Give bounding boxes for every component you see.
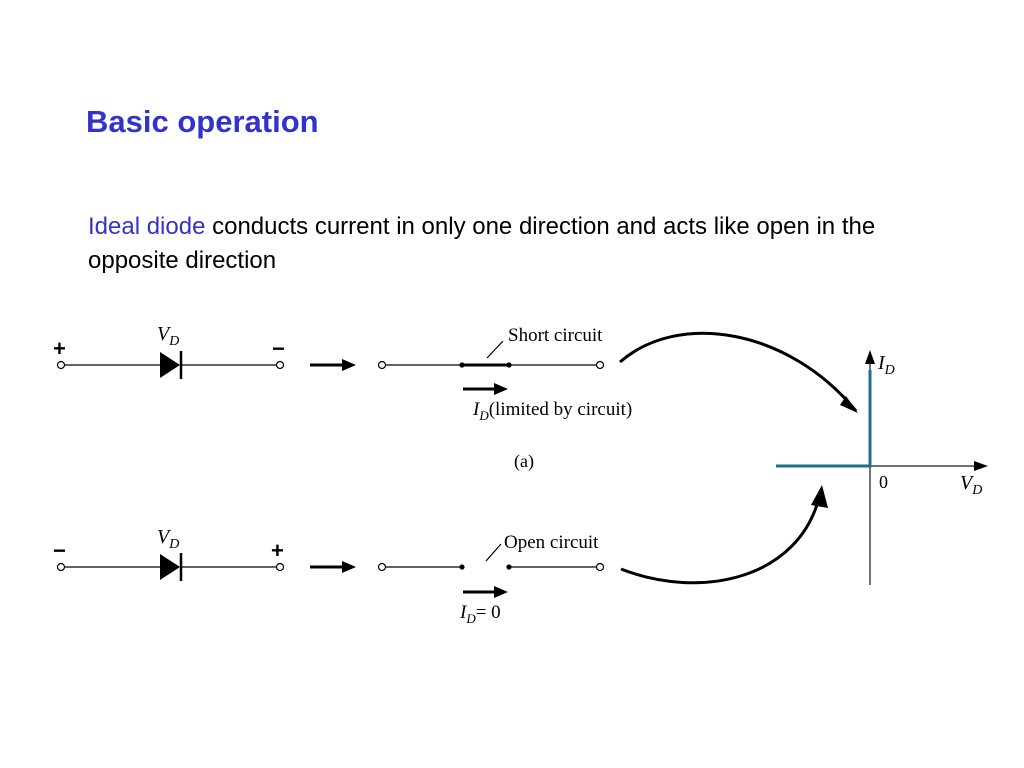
forward-equivalence-arrow-icon (310, 359, 356, 371)
origin-label: 0 (879, 472, 888, 492)
slide-body: Ideal diode conducts current in only one… (88, 210, 968, 278)
forward-left-terminal (56, 360, 66, 370)
body-description: conducts current in only one direction a… (88, 213, 876, 274)
forward-plus-sign: + (53, 336, 66, 361)
forward-to-graph-arrowhead-icon (840, 396, 858, 413)
forward-to-graph-curve (619, 331, 858, 412)
reverse-current-arrow-icon (463, 586, 508, 598)
reverse-to-graph-arrowhead-icon (811, 485, 828, 508)
open-circuit-label: Open circuit (504, 532, 599, 553)
reverse-diode-icon (160, 553, 183, 581)
reverse-to-graph-curve (620, 493, 822, 585)
short-circuit-label: Short circuit (508, 325, 603, 346)
reverse-bias-row: − + VD Open circuit (53, 485, 828, 626)
y-axis-arrowhead-icon (865, 350, 875, 364)
highlight-term: Ideal diode (88, 213, 206, 240)
short-left-terminal (377, 360, 387, 370)
forward-current-label: ID(limited by circuit) (472, 399, 632, 423)
open-right-terminal (595, 562, 605, 572)
slide-title: Basic operation (86, 104, 319, 139)
reverse-diode-voltage-label: VD (157, 526, 179, 552)
forward-diode-icon (160, 351, 183, 379)
ideal-diode-iv-curve (776, 370, 872, 468)
forward-right-terminal (275, 360, 285, 370)
iv-characteristic-graph: ID VD 0 (776, 350, 988, 585)
reverse-left-terminal (56, 562, 66, 572)
reverse-equivalence-arrow-icon (310, 561, 356, 573)
short-circuit-leader (486, 340, 504, 359)
forward-bias-row: + − VD Short circuit (53, 323, 858, 423)
x-axis-label: VD (960, 472, 982, 498)
forward-diode-voltage-label: VD (157, 323, 179, 349)
open-left-terminal (377, 562, 387, 572)
reverse-right-terminal (275, 562, 285, 572)
reverse-minus-sign: − (53, 538, 66, 563)
reverse-current-label: ID= 0 (459, 602, 501, 626)
short-right-terminal (595, 360, 605, 370)
open-circuit-leader (485, 543, 502, 562)
y-axis-label: ID (877, 352, 895, 378)
x-axis-arrowhead-icon (974, 461, 988, 471)
forward-minus-sign: − (272, 336, 285, 361)
part-label: (a) (514, 451, 534, 472)
open-switch-contact-left (459, 564, 465, 570)
reverse-plus-sign: + (271, 538, 284, 563)
forward-current-arrow-icon (463, 383, 508, 395)
